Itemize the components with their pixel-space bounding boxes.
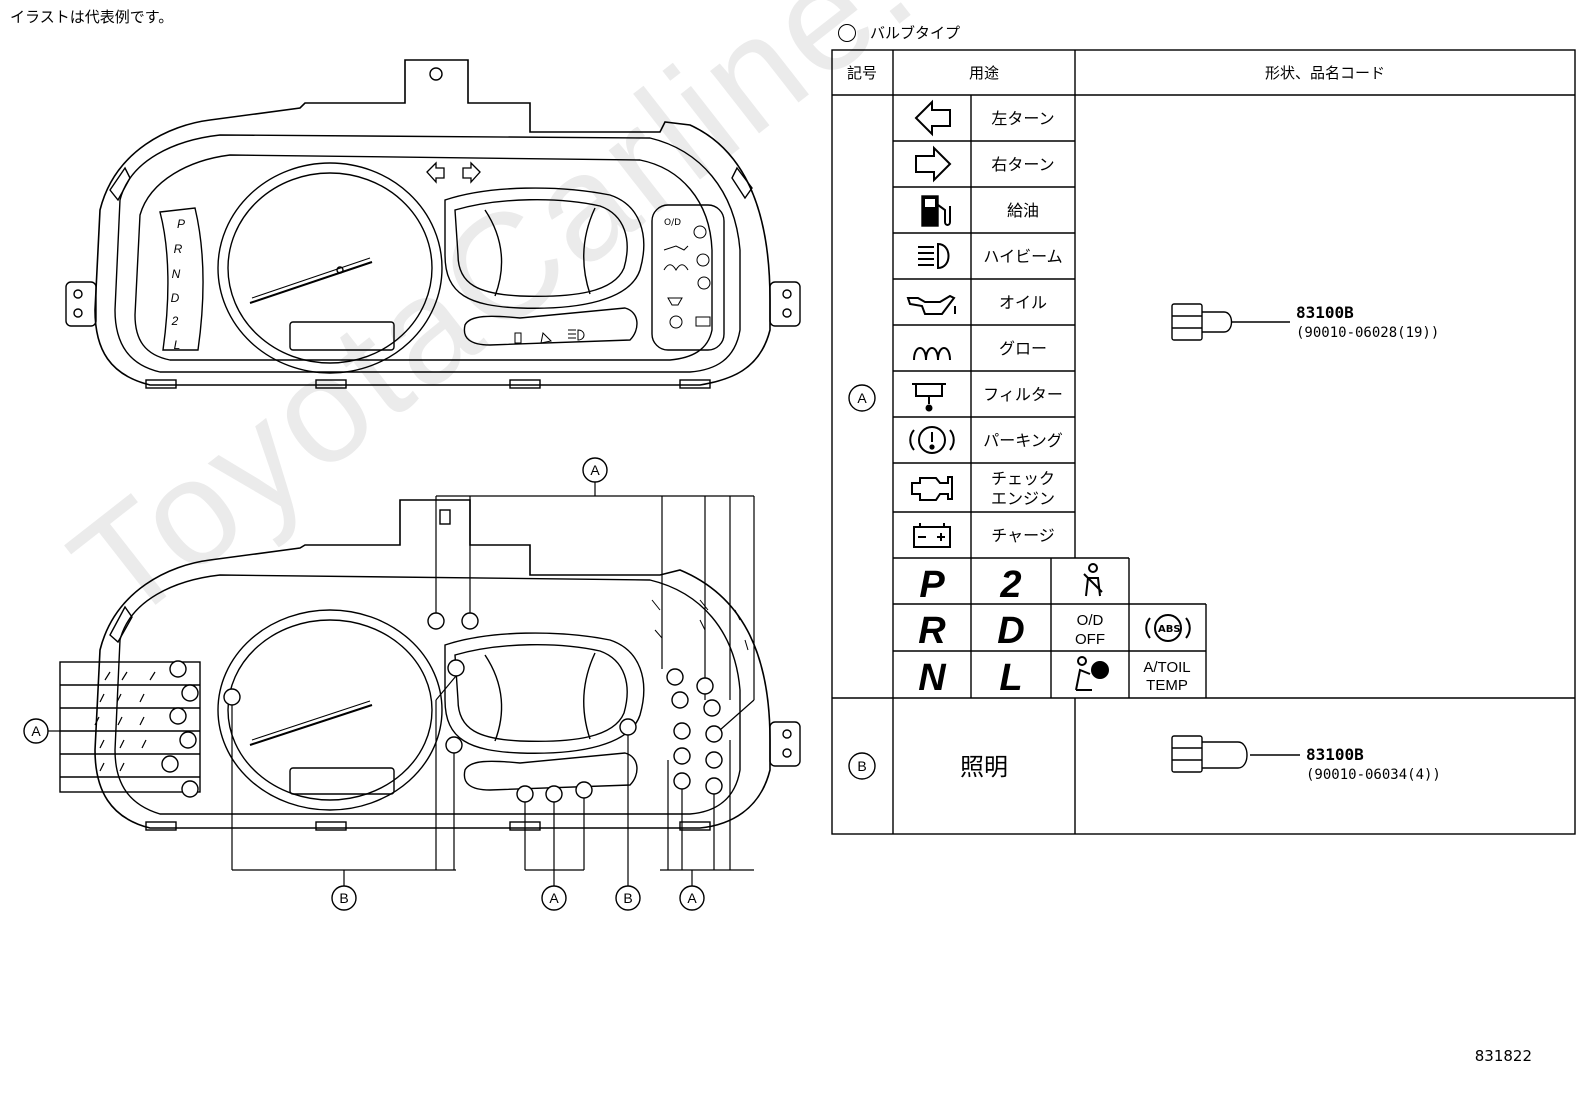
group-b-marker: B — [857, 758, 866, 774]
usage-label-line2: エンジン — [991, 489, 1055, 508]
header-symbol: 記号 — [847, 64, 877, 82]
check-engine-icon — [911, 476, 953, 501]
document-number: 831822 — [1474, 1047, 1532, 1065]
part-b-sub: (90010-06034(4)) — [1306, 767, 1441, 783]
at-oil-temp-line2: TEMP — [1146, 677, 1188, 694]
airbag-icon — [1075, 656, 1109, 691]
group-a-marker: A — [857, 390, 867, 406]
usage-label: ハイビーム — [983, 247, 1062, 266]
gear-letter: L — [174, 338, 181, 352]
callout-bottom-a-mid: A — [549, 890, 559, 906]
od-off-line2: OFF — [1075, 631, 1105, 648]
bulb-ring-icon — [838, 23, 856, 42]
gear-letter: R — [174, 242, 183, 256]
usage-label: オイル — [999, 293, 1047, 312]
od-off-line1: O/D — [1077, 612, 1104, 629]
svg-text:ABS: ABS — [1158, 624, 1181, 635]
glow-coil-icon — [913, 347, 951, 361]
usage-label-line1: チェック — [991, 469, 1055, 488]
gear-letter: D — [171, 291, 180, 305]
callout-bottom-a-right: A — [687, 890, 697, 906]
gear-letter: P — [177, 217, 185, 231]
part-a-code: 83100B — [1296, 303, 1354, 322]
cluster-front-view: O/D — [65, 59, 801, 389]
gear-cell-2: 2 — [999, 564, 1021, 606]
gear-letter: 2 — [171, 314, 179, 328]
usage-label: グロー — [999, 339, 1047, 358]
gear-cell-l: L — [999, 657, 1022, 699]
at-oil-temp-line1: A/TOIL — [1143, 659, 1190, 676]
part-a-sub: (90010-06028(19)) — [1296, 325, 1439, 341]
high-beam-icon — [918, 242, 950, 270]
gear-cell-n: N — [918, 657, 947, 699]
bulb-b-drawing — [1171, 735, 1300, 773]
abs-icon: ABS — [1145, 614, 1191, 642]
bulb-a-drawing — [1171, 303, 1290, 341]
bulb-type-label: バルブタイプ — [870, 24, 961, 42]
bulb-type-legend: バルブタイプ — [838, 22, 960, 43]
gear-cell-r: R — [918, 610, 946, 652]
gear-cell-p: P — [919, 564, 945, 606]
usage-label: 給油 — [1007, 201, 1039, 220]
usage-label: 右ターン — [991, 155, 1054, 174]
usage-label: 左ターン — [991, 109, 1054, 128]
fuel-pump-icon — [921, 195, 951, 227]
callout-left-a: A — [31, 723, 41, 739]
usage-label: パーキング — [983, 431, 1063, 450]
left-turn-arrow-icon — [914, 99, 951, 137]
seatbelt-icon — [1083, 563, 1103, 597]
header-usage: 用途 — [969, 64, 999, 82]
gear-indicator-column: P R N D 2 L — [171, 217, 185, 352]
callouts — [23, 457, 705, 911]
filter-icon — [912, 383, 946, 412]
right-turn-arrow-icon — [915, 145, 952, 183]
header-shape: 形状、品名コード — [1265, 64, 1385, 82]
callout-bottom-b-right: B — [623, 890, 632, 906]
gear-cell-d: D — [997, 610, 1024, 652]
battery-charge-icon — [913, 523, 951, 548]
oil-can-icon — [906, 294, 956, 315]
group-b-usage: 照明 — [960, 753, 1008, 781]
gear-letter: N — [172, 267, 181, 281]
usage-label: フィルター — [983, 385, 1063, 404]
header-note: イラストは代表例です。 — [10, 8, 174, 26]
usage-label: チャージ — [991, 526, 1055, 545]
part-b-code: 83100B — [1306, 745, 1364, 764]
bulb-table: ABS — [831, 49, 1576, 835]
svg-text:O/D: O/D — [664, 218, 681, 228]
parking-brake-icon — [909, 426, 955, 454]
cluster-rear-view — [23, 457, 801, 911]
callout-bottom-b: B — [339, 890, 348, 906]
callout-top-a: A — [590, 462, 600, 478]
